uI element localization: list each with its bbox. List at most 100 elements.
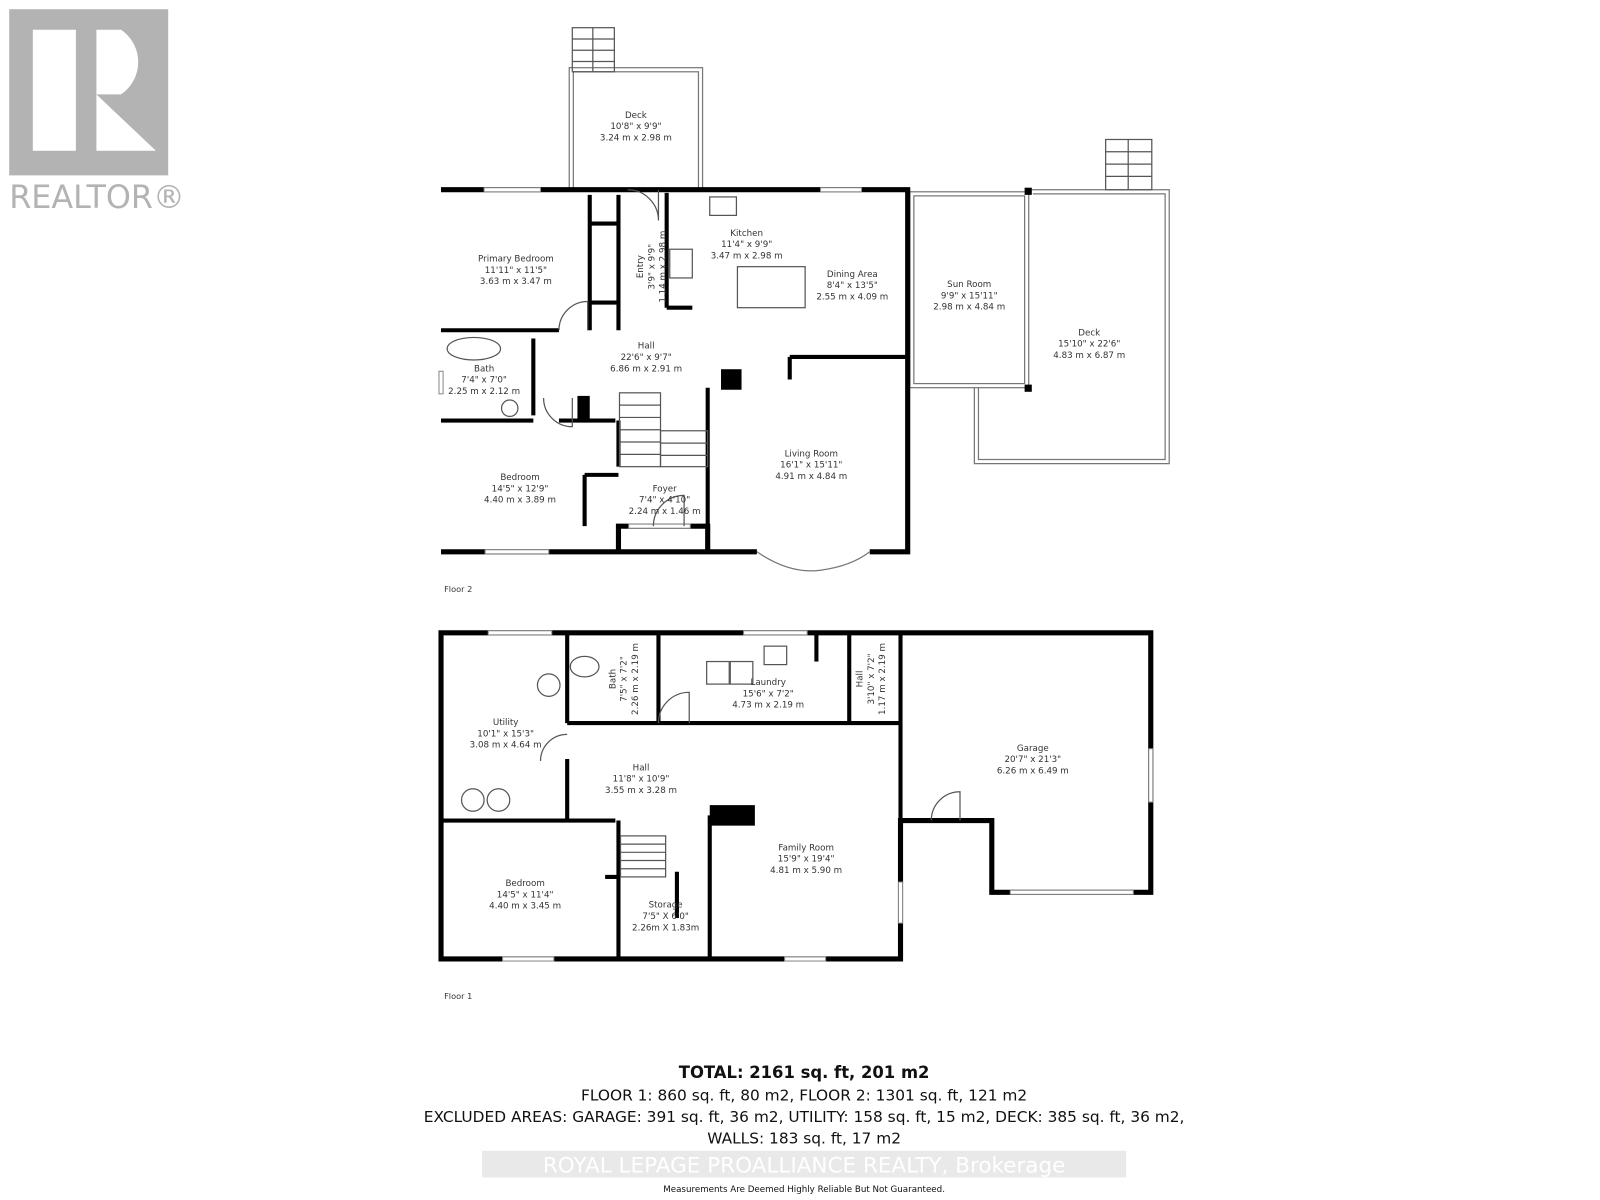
floor-2-stairs — [618, 392, 709, 468]
room-name: Hall — [856, 671, 866, 688]
room-imperial: 10'1" x 15'3" — [477, 729, 534, 739]
floor-2-label: Floor 2 — [444, 584, 472, 594]
toilet — [569, 655, 600, 678]
room-metric: 3.24 m x 2.98 m — [600, 134, 672, 144]
room-name: Bath — [474, 364, 494, 374]
room-name: Garage — [1017, 744, 1049, 754]
big-deck-outline — [973, 189, 1170, 465]
bay-window — [756, 551, 871, 572]
brokerage-watermark: ROYAL LEPAGE PROALLIANCE REALTY, Brokera… — [543, 1153, 1066, 1178]
room-name: Deck — [625, 111, 648, 121]
room-imperial: 3'9" x 9'9" — [647, 244, 657, 290]
room-metric: 2.26m X 1.83m — [632, 923, 699, 933]
floor-1-label: Floor 1 — [444, 991, 472, 1001]
room-imperial: 15'10" x 22'6" — [1058, 340, 1120, 350]
room-name: Living Room — [785, 449, 838, 459]
room-name: Sun Room — [947, 280, 991, 290]
deck-stairs — [571, 27, 615, 73]
room-name: Hall — [633, 763, 650, 773]
room-name: Family Room — [778, 843, 834, 853]
bath-sink — [500, 399, 519, 418]
room-imperial: 9'9" x 15'11" — [941, 291, 998, 301]
room-name: Entry — [636, 255, 646, 278]
room-name: Laundry — [750, 678, 785, 688]
room-metric: 4.73 m x 2.19 m — [732, 701, 804, 711]
floor-2-plan — [438, 27, 1170, 572]
room-metric: 6.26 m x 6.49 m — [997, 766, 1069, 776]
room-metric: 2.24 m x 1.46 m — [629, 507, 701, 517]
room-name: Foyer — [653, 484, 678, 494]
floor-1-exterior-walls — [438, 630, 1154, 962]
room-imperial: 11'11" x 11'5" — [485, 266, 547, 276]
laundry-sink — [763, 645, 788, 666]
kitchen-island — [736, 266, 806, 309]
room-imperial: 20'7" x 21'3" — [1004, 755, 1061, 765]
room-metric: 2.98 m x 4.84 m — [933, 303, 1005, 313]
garage-door — [930, 791, 961, 821]
stove — [669, 248, 693, 279]
floor-1-stairs — [619, 835, 667, 878]
room-metric: 4.83 m x 6.87 m — [1053, 351, 1125, 361]
watermark-band — [482, 1150, 1127, 1178]
room-name: Bedroom — [500, 473, 539, 483]
room-metric: 2.55 m x 4.09 m — [816, 292, 888, 302]
entry-door — [627, 189, 660, 221]
room-name: Kitchen — [730, 229, 763, 239]
water-heater-icon — [460, 788, 485, 812]
room-metric: 4.81 m x 5.90 m — [770, 866, 842, 876]
room-imperial: 10'8" x 9'9" — [610, 122, 661, 132]
kitchen-sink — [709, 196, 738, 216]
disclaimer: Measurements Are Deemed Highly Reliable … — [663, 1185, 945, 1195]
room-name: Bedroom — [505, 879, 544, 889]
room-name: Deck — [1078, 328, 1101, 338]
big-deck-stairs — [1105, 138, 1153, 191]
room-metric: 4.40 m x 3.45 m — [489, 902, 561, 912]
area-summary: TOTAL: 2161 sq. ft, 201 m2 FLOOR 1: 860 … — [424, 1063, 1185, 1195]
realtor-logo: REALTOR® — [9, 9, 185, 216]
room-imperial: 3'10" x 7'2" — [867, 653, 877, 704]
room-metric: 2.25 m x 2.12 m — [448, 387, 520, 397]
room-imperial: 8'4" x 13'5" — [827, 281, 878, 291]
room-metric: 3.63 m x 3.47 m — [480, 277, 552, 287]
room-name: Storage — [649, 901, 683, 911]
room-imperial: 15'9" x 19'4" — [778, 855, 835, 865]
room-imperial: 14'5" x 11'4" — [497, 890, 554, 900]
room-imperial: 14'5" x 12'9" — [492, 484, 549, 494]
floor-areas: FLOOR 1: 860 sq. ft, 80 m2, FLOOR 2: 130… — [581, 1087, 1027, 1105]
bathtub — [446, 336, 502, 361]
room-name: Dining Area — [827, 270, 878, 280]
furnace-icon — [486, 788, 511, 812]
room-metric: 4.91 m x 4.84 m — [775, 472, 847, 482]
room-metric: 1.17 m x 2.19 m — [878, 643, 888, 715]
room-name: Bath — [608, 669, 618, 689]
electrical-panel-icon — [536, 673, 561, 698]
room-imperial: 15'6" x 7'2" — [743, 689, 794, 699]
fireplace — [709, 805, 755, 826]
room-name: Primary Bedroom — [478, 255, 554, 265]
room-name: Utility — [493, 718, 519, 728]
room-label-living-room: Living Room 16'1" x 15'11"4.91 m x 4.84 m — [775, 449, 847, 482]
room-label-entry: Entry3'9" x 9'9"1.14 m x 2.98 m — [636, 231, 669, 303]
room-label-hall: Hall3'10" x 7'2"1.17 m x 2.19 m — [856, 643, 889, 715]
room-imperial: 7'5" x 7'2" — [620, 656, 630, 702]
room-metric: 3.08 m x 4.64 m — [470, 741, 542, 751]
room-label-deck: Deck 15'10" x 22'6"4.83 m x 6.87 m — [1053, 328, 1125, 361]
room-imperial: 22'6" x 9'7" — [621, 353, 672, 363]
room-imperial: 16'1" x 15'11" — [780, 461, 842, 471]
dryer — [729, 660, 754, 685]
